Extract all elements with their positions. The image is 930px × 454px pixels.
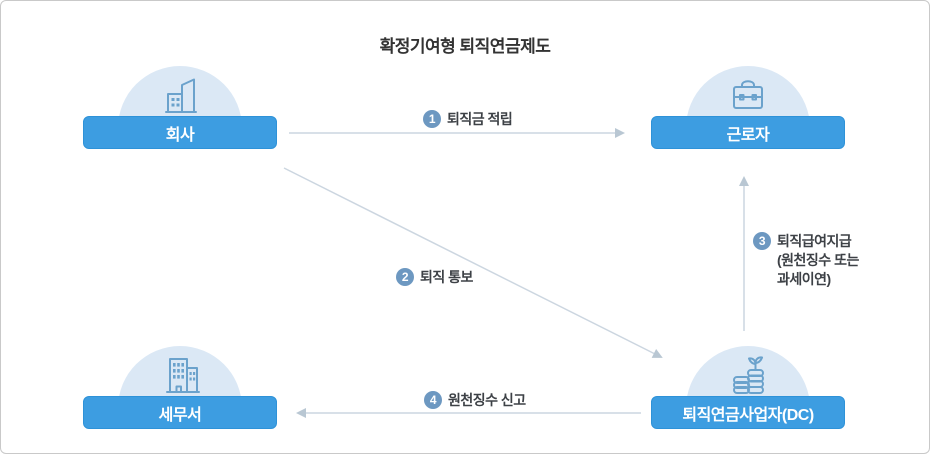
node-pension-provider: 퇴직연금사업자(DC): [651, 346, 845, 429]
step-3-line-2: (원천징수 또는: [777, 252, 859, 268]
step-3-text: 퇴직급여지급 (원천징수 또는 과세이연): [777, 232, 859, 289]
briefcase-icon: [726, 72, 770, 116]
step-3-badge: 3: [753, 232, 771, 250]
diagram-title: 확정기여형 퇴직연금제도: [379, 37, 551, 56]
step-1-badge: 1: [423, 110, 441, 128]
step-1-label: 1 퇴직금 적립: [423, 110, 513, 128]
coins-sprout-icon: [726, 352, 770, 396]
step-2-badge: 2: [396, 268, 414, 286]
pension-provider-label: 퇴직연금사업자(DC): [651, 396, 845, 429]
company-label: 회사: [83, 116, 277, 149]
step-4-text: 원천징수 신고: [448, 392, 526, 408]
arrow-company-to-provider: [283, 167, 663, 358]
step-3-line-3: 과세이연): [777, 271, 831, 287]
step-4-badge: 4: [424, 391, 442, 409]
node-worker: 근로자: [651, 66, 845, 149]
step-2-label: 2 퇴직 통보: [396, 268, 473, 286]
company-building-icon: [158, 72, 202, 116]
step-1-text: 퇴직금 적립: [447, 111, 513, 127]
node-company: 회사: [83, 66, 277, 149]
tax-office-label: 세무서: [83, 396, 277, 429]
step-3-line-1: 퇴직급여지급: [777, 233, 852, 249]
step-2-text: 퇴직 통보: [420, 269, 473, 285]
step-4-label: 4 원천징수 신고: [424, 391, 526, 409]
tax-office-building-icon: [158, 352, 202, 396]
step-3-label: 3 퇴직급여지급 (원천징수 또는 과세이연): [753, 232, 859, 289]
worker-label: 근로자: [651, 116, 845, 149]
node-tax-office: 세무서: [83, 346, 277, 429]
